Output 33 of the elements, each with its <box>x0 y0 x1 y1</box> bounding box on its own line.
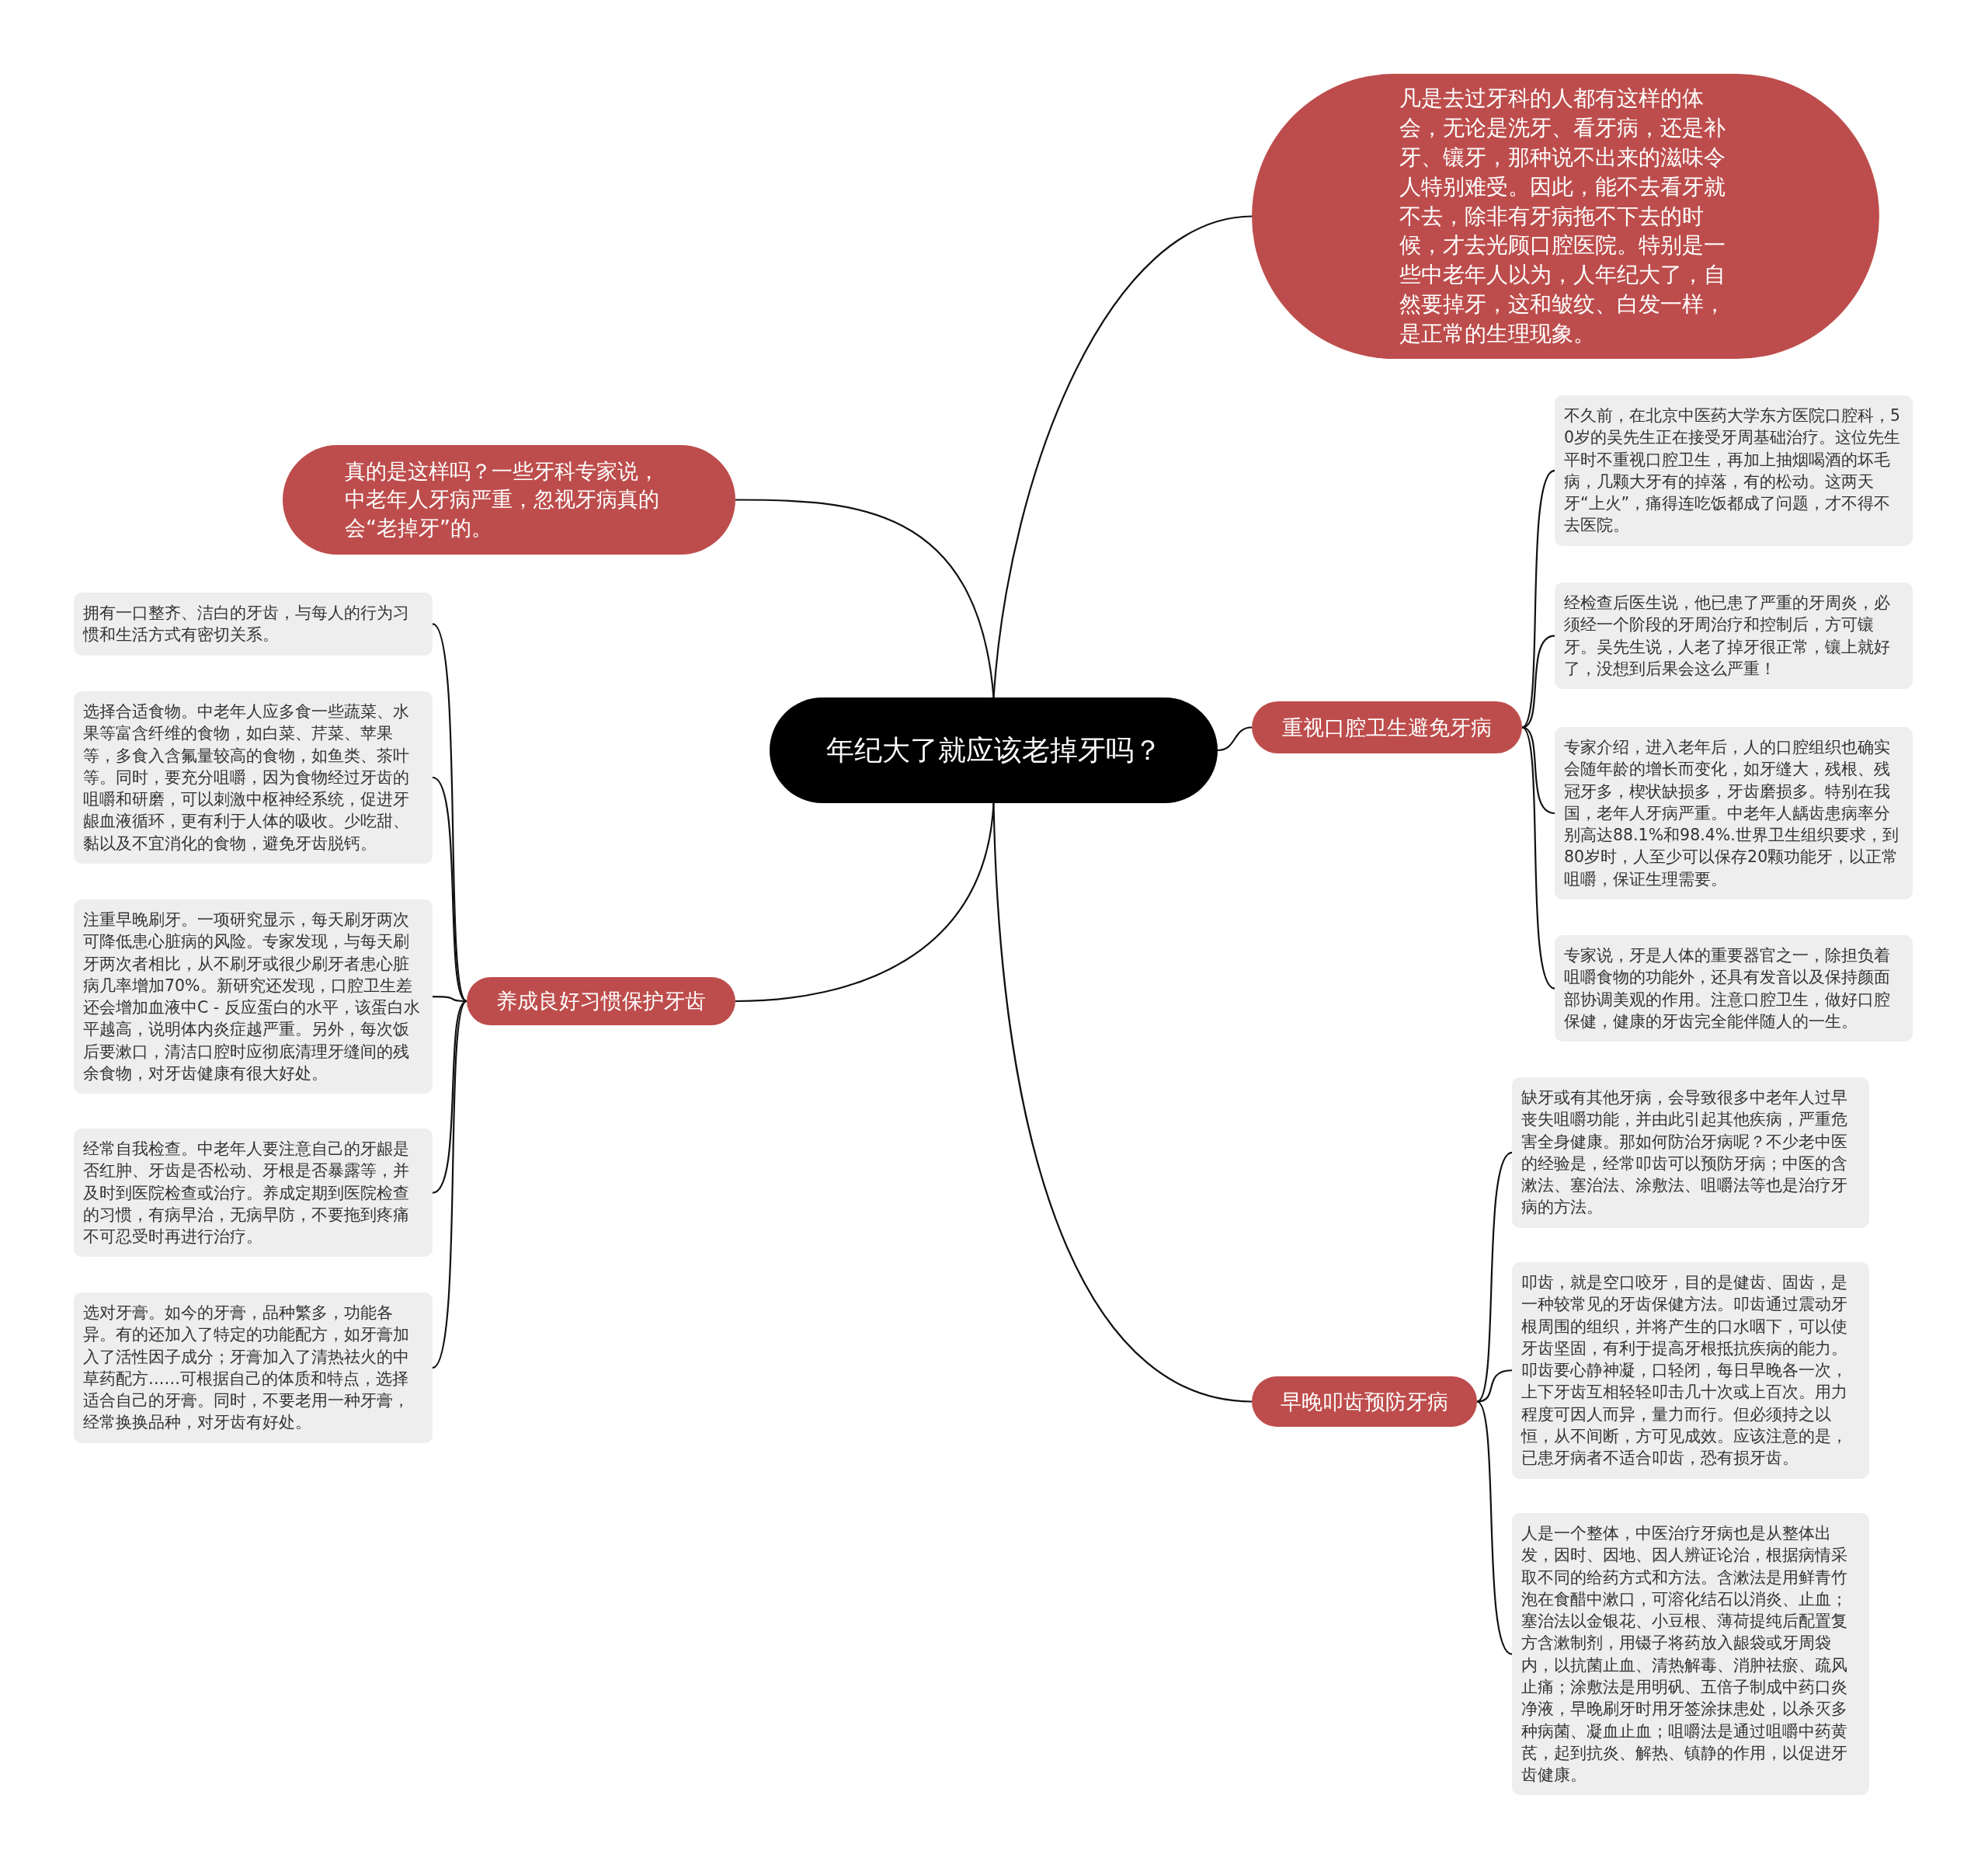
text-card: 叩齿，就是空口咬牙，目的是健齿、固齿，是一种较常见的牙齿保健方法。叩齿通过震动牙根周围的组织，并将产生的口水咽下，可以使牙齿坚固，有利于提高牙根抵抗疾病的能力。叩齿要心静神凝，口轻闭，每日早晚各一次，上下牙齿互相轻轻叩击几十次或上百次。用力程度可因人而异，量力而行。但必须持之以恒，从不间断，方可见成效。应该注意的是，已患牙病者不适合叩齿，恐有损牙齿。 <box>1512 1262 1869 1479</box>
text-card: 不久前，在北京中医药大学东方医院口腔科，50岁的吴先生正在接受牙周基础治疗。这位先生平时不重视口腔卫生，再加上抽烟喝酒的坏毛病，几颗大牙有的掉落，有的松动。这两天牙“上火”，痛得连吃饭都成了问题，才不得不去医院。 <box>1555 395 1913 546</box>
connector-line <box>432 623 467 1002</box>
connector-line <box>992 802 1253 1403</box>
connector-line <box>1476 1400 1513 1655</box>
connector-line <box>432 777 467 1002</box>
connector-line <box>1521 635 1555 729</box>
text-card: 选择合适食物。中老年人应多食一些蔬菜、水果等富含纤维的食物，如白菜、芹菜、苹果等，多食入含氟量较高的食物，如鱼类、茶叶等。同时，要充分咀嚼，因为食物经过牙齿的咀嚼和研磨，可以刺激中枢神经系统，促进牙龈血液循环，更有利于人体的吸收。少吃甜、黏以及不宜消化的食物，避免牙齿脱钙。 <box>74 691 433 864</box>
connector-line <box>432 1000 467 1369</box>
text-card: 注重早晚刷牙。一项研究显示，每天刷牙两次可降低患心脏病的风险。专家发现，与每天刷牙两次者相比，从不刷牙或很少刷牙者患心脏病几率增加70%。新研究还发现，口腔卫生差还会增加血液中C - 反应蛋白的水平，该蛋白水平越高，说明体内炎症越严重。另外，每次饭后要漱口，清洁口腔时应彻底清理牙缝间的残余食物，对牙齿健康有很大好处。 <box>74 899 433 1094</box>
connector-line <box>433 996 467 1003</box>
connector-line <box>992 215 1253 698</box>
text-card: 人是一个整体，中医治疗牙病也是从整体出发，因时、因地、因人辨证论治，根据病情采取不同的给药方式和方法。含漱法是用鲜青竹泡在食醋中漱口，可溶化结石以消炎、止血；塞治法以金银花、小豆根、薄荷提纯后配置复方含漱制剂，用镊子将药放入龈袋或牙周袋内，以抗菌止血、清热解毒、消肿祛瘀、疏风止痛；涂敷法是用明矾、五倍子制成中药口炎净液，早晚刷牙时用牙签涂抹患处，以杀灭多种病菌、凝血止血；咀嚼法是通过咀嚼中药黄芪，起到抗炎、解热、镇静的作用，以促进牙齿健康。 <box>1512 1513 1869 1796</box>
text-card: 专家说，牙是人体的重要器官之一，除担负着咀嚼食物的功能外，还具有发音以及保持颜面部协调美观的作用。注意口腔卫生，做好口腔保健，健康的牙齿完全能伴随人的一生。 <box>1555 935 1913 1042</box>
connector-line <box>432 1000 467 1194</box>
text-card: 选对牙膏。如今的牙膏，品种繁多，功能各异。有的还加入了特定的功能配方，如牙膏加入了活性因子成分；牙膏加入了清热祛火的中草药配方……可根据自己的体质和特点，选择适合自己的牙膏。同时，不要老用一种牙膏，经常换换品种，对牙齿有好处。 <box>74 1292 433 1443</box>
text-card: 专家介绍，进入老年后，人的口腔组织也确实会随年龄的增长而变化，如牙缝大，残根、残冠牙多，楔状缺损多，牙齿磨损多。特别在我国，老年人牙病严重。中老年人龋齿患病率分别高达88.1%和98.4%.世界卫生组织要求，到80岁时，人至少可以保存20颗功能牙，以正常咀嚼，保证生理需要。 <box>1555 727 1913 899</box>
text-card: 经常自我检查。中老年人要注意自己的牙龈是否红肿、牙齿是否松动、牙根是否暴露等，并及时到医院检查或治疗。养成定期到医院检查的习惯，有病早治，无病早防，不要拖到疼痛不可忍受时再进行治疗。 <box>74 1129 433 1258</box>
branch-topic: 养成良好习惯保护牙齿 <box>467 977 735 1025</box>
branch-topic: 重视口腔卫生避免牙病 <box>1252 701 1522 753</box>
connector-line <box>735 499 995 698</box>
branch-topic: 早晚叩齿预防牙病 <box>1252 1376 1477 1427</box>
text-card: 经检查后医生说，他已患了严重的牙周炎，必须经一个阶段的牙周治疗和控制后，方可镶牙。吴先生说，人老了掉牙很正常，镶上就好了，没想到后果会这么严重！ <box>1555 583 1913 690</box>
text-card: 拥有一口整齐、洁白的牙齿，与每人的行为习惯和生活方式有密切关系。 <box>74 593 433 656</box>
connector-line <box>1476 1369 1513 1403</box>
text-card: 缺牙或有其他牙病，会导致很多中老年人过早丧失咀嚼功能，并由此引起其他疾病，严重危害全身健康。那如何防治牙病呢？不少老中医的经验是，经常叩齿可以预防牙病；中医的含漱法、塞治法、涂敷法、咀嚼法等也是治疗牙病的方法。 <box>1512 1077 1869 1228</box>
connector-line <box>1521 726 1555 990</box>
connector-line <box>1476 1151 1513 1403</box>
central-topic: 年纪大了就应该老掉牙吗？ <box>770 697 1218 803</box>
topic-bubble: 凡是去过牙科的人都有这样的体会，无论是洗牙、看牙病，还是补牙、镶牙，那种说不出来的滋味令人特别难受。因此，能不去看牙就不去，除非有牙病拖不下去的时候，才去光顾口腔医院。特别是一些中老年人以为，人年纪大了，自然要掉牙，这和皱纹、白发一样，是正常的生理现象。 <box>1252 74 1879 359</box>
connector-line <box>1521 469 1555 729</box>
topic-bubble: 真的是这样吗？一些牙科专家说，中老年人牙病严重，忽视牙病真的会“老掉牙”的。 <box>283 445 735 555</box>
connector-line <box>1217 726 1253 752</box>
